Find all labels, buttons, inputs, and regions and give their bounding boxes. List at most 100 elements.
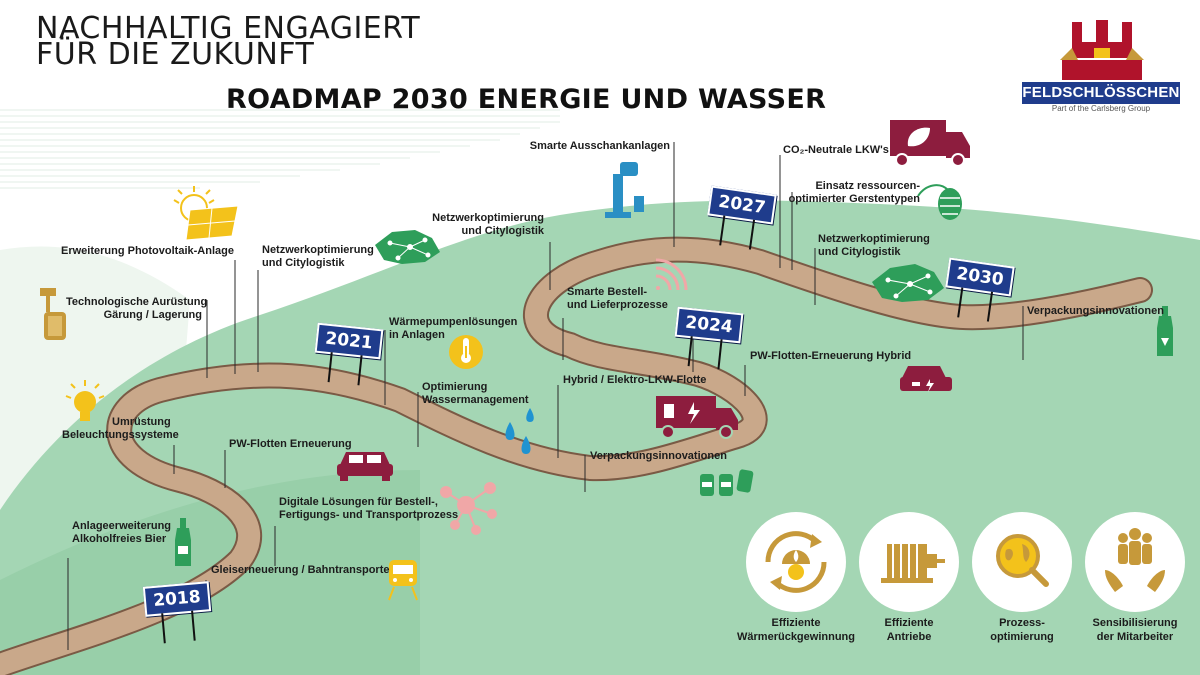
network-nodes-icon bbox=[440, 482, 497, 535]
label-gerste: Einsatz ressourcen- optimierter Gerstent… bbox=[786, 180, 920, 206]
stripe-pattern bbox=[0, 109, 560, 189]
label-line: Verpackungsinnovationen bbox=[590, 450, 727, 462]
label-line: Anlageerweiterung bbox=[72, 520, 172, 532]
label-netzwerk-1: Netzwerkoptimierung und Citylogistik bbox=[262, 244, 374, 270]
label-line: optimierter Gerstentypen bbox=[788, 193, 920, 205]
label-hybrid-lkw: Hybrid / Elektro-LKW-Flotte bbox=[563, 374, 706, 387]
label-photovoltaik: Erweiterung Photovoltaik-Anlage bbox=[61, 245, 234, 258]
hands-people-icon bbox=[1105, 528, 1165, 592]
thermometer-icon bbox=[449, 335, 483, 369]
pillar-label-drives: Effiziente Antriebe bbox=[844, 616, 974, 644]
leaf-truck-icon bbox=[890, 120, 970, 167]
pillar-label-heat-recovery: Effiziente Wärmerückgewinnung bbox=[731, 616, 861, 644]
pillar-label-line: Effiziente bbox=[771, 617, 821, 629]
label-line: in Anlagen bbox=[389, 329, 445, 341]
label-netzwerk-3: Netzwerkoptimierung und Citylogistik bbox=[818, 233, 930, 259]
light-bulb-icon bbox=[65, 380, 105, 421]
hops-icon bbox=[917, 184, 962, 220]
label-pw-flotten: PW-Flotten Erneuerung bbox=[229, 438, 352, 451]
leader-lines bbox=[67, 142, 1024, 650]
beer-bottle-icon-2 bbox=[1157, 306, 1173, 356]
label-netzwerk-2: Netzwerkoptimierung und Citylogistik bbox=[420, 212, 544, 238]
label-line: PW-Flotten-Erneuerung Hybrid bbox=[750, 350, 912, 362]
brand-logo-castle bbox=[1060, 20, 1144, 80]
pillar-label-line: Antriebe bbox=[886, 631, 932, 643]
pillar-label-line: optimierung bbox=[990, 631, 1054, 643]
label-line: Umrüstung bbox=[112, 416, 171, 428]
label-wassermanagement: Optimierung Wassermanagement bbox=[422, 381, 529, 407]
globe-magnifier-icon bbox=[996, 534, 1049, 587]
label-line: Netzwerkoptimierung bbox=[432, 212, 544, 224]
motor-icon bbox=[881, 544, 945, 583]
label-smarte-ausschank: Smarte Ausschankanlagen bbox=[520, 140, 670, 153]
pillar-label-line: der Mitarbeiter bbox=[1096, 631, 1174, 643]
label-verpackung-1: Verpackungsinnovationen bbox=[590, 450, 727, 463]
hybrid-car-icon bbox=[900, 366, 952, 392]
pillar-circle-staff bbox=[1085, 512, 1185, 612]
train-icon bbox=[388, 560, 418, 601]
header-line-2: FÜR DIE ZUKUNFT bbox=[36, 37, 315, 72]
label-line: Smarte Ausschankanlagen bbox=[529, 140, 670, 152]
label-line: Alkoholfreies Bier bbox=[72, 533, 167, 545]
pillar-label-line: Wärmerückgewinnung bbox=[737, 631, 855, 643]
label-line: Fertigungs- und Transportprozess bbox=[279, 509, 459, 521]
label-line: Netzwerkoptimierung bbox=[818, 233, 930, 245]
label-line: Technologische Aurüstung bbox=[66, 296, 208, 308]
label-line: und Citylogistik bbox=[262, 257, 345, 269]
milestone-sign-2018: 2018 bbox=[142, 581, 212, 644]
label-line: Beleuchtungssysteme bbox=[62, 429, 179, 441]
label-line: Optimierung bbox=[422, 381, 488, 393]
pillar-circle-heat-recovery bbox=[746, 512, 846, 612]
wireless-signal-icon bbox=[655, 258, 688, 291]
header-line-1: NACHHALTIG ENGAGIERT bbox=[36, 11, 421, 46]
label-co2-lkw: CO₂-Neutrale LKW's bbox=[783, 144, 889, 157]
label-waermepumpen: Wärmepumpenlösungen in Anlagen bbox=[389, 316, 517, 342]
label-line: PW-Flotten Erneuerung bbox=[229, 438, 352, 450]
pillar-circle-process bbox=[972, 512, 1072, 612]
pillar-circle-drives bbox=[859, 512, 959, 612]
brand-name: FELDSCHLÖSSCHEN bbox=[1022, 82, 1180, 104]
label-smarte-bestell: Smarte Bestell- und Lieferprozesse bbox=[567, 286, 668, 312]
water-drops-icon bbox=[505, 408, 534, 454]
milestone-label: 2018 bbox=[142, 581, 212, 617]
label-line: Verpackungsinnovationen bbox=[1027, 305, 1164, 317]
label-line: Wärmepumpenlösungen bbox=[389, 316, 518, 328]
pillar-label-staff: Sensibilisierung der Mitarbeiter bbox=[1070, 616, 1200, 644]
pillar-label-line: Effiziente bbox=[884, 617, 934, 629]
label-line: Gärung / Lagerung bbox=[103, 309, 202, 321]
label-line: CO₂-Neutrale LKW's bbox=[783, 144, 889, 156]
label-line: Gleiserneuerung / Bahntransporte bbox=[211, 564, 390, 576]
car-icon bbox=[337, 452, 393, 481]
label-line: Einsatz ressourcen- bbox=[815, 180, 920, 192]
fermentation-tank-icon bbox=[40, 288, 66, 340]
label-line: und Citylogistik bbox=[818, 246, 901, 258]
road bbox=[0, 238, 1151, 675]
label-line: und Lieferprozesse bbox=[567, 299, 668, 311]
page-title: ROADMAP 2030 ENERGIE UND WASSER bbox=[226, 84, 827, 115]
label-anlageerweiterung: Anlageerweiterung Alkoholfreies Bier bbox=[72, 520, 171, 546]
label-line: Netzwerkoptimierung bbox=[262, 244, 374, 256]
heat-recovery-icon bbox=[765, 531, 827, 593]
solar-panel-icon bbox=[173, 186, 239, 241]
label-line: Erweiterung Photovoltaik-Anlage bbox=[61, 245, 234, 257]
brand-tagline: Part of the Carlsberg Group bbox=[1051, 104, 1151, 113]
pillar-label-line: Prozess- bbox=[999, 617, 1045, 629]
beer-bottle-icon bbox=[175, 518, 191, 566]
header-tagline: NACHHALTIG ENGAGIERT FÜR DIE ZUKUNFT bbox=[36, 11, 421, 72]
switzerland-network-map-icon bbox=[375, 230, 440, 264]
label-digitale-loesungen: Digitale Lösungen für Bestell-, Fertigun… bbox=[279, 496, 458, 522]
pillar-label-line: Sensibilisierung bbox=[1092, 617, 1178, 629]
label-pw-hybrid: PW-Flotten-Erneuerung Hybrid bbox=[750, 350, 911, 363]
label-line: Hybrid / Elektro-LKW-Flotte bbox=[563, 374, 707, 386]
label-technologische: Technologische Aurüstung Gärung / Lageru… bbox=[66, 296, 208, 322]
label-line: Digitale Lösungen für Bestell-, bbox=[279, 496, 438, 508]
switzerland-network-map-icon-2 bbox=[872, 264, 944, 302]
beverage-cans-icon bbox=[700, 469, 754, 496]
electric-truck-icon bbox=[656, 396, 738, 439]
pillar-label-process: Prozess- optimierung bbox=[957, 616, 1087, 644]
label-line: Wassermanagement bbox=[422, 394, 529, 406]
label-gleiserneuerung: Gleiserneuerung / Bahntransporte bbox=[211, 564, 389, 577]
label-verpackung-2: Verpackungsinnovationen bbox=[1027, 305, 1164, 318]
label-line: Smarte Bestell- bbox=[567, 286, 648, 298]
